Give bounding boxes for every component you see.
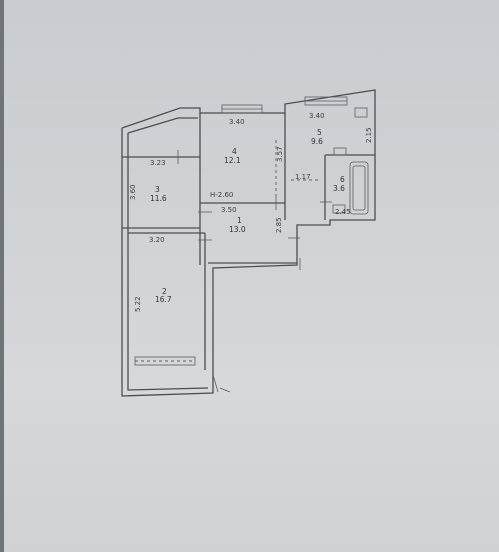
dim-hall-passage: 1.17 (295, 173, 311, 181)
room-5-number: 5 (317, 128, 322, 137)
room-5-area: 9.6 (311, 137, 323, 146)
room-1-area: 13.0 (229, 225, 246, 234)
bathroom-fixtures (332, 107, 369, 215)
dim-room3-height: 3.60 (129, 184, 137, 200)
dim-bath-label: 2.45 (335, 208, 351, 216)
paper-sheet (4, 0, 499, 552)
door-ticks (177, 140, 332, 393)
dim-kitchen-depth: 2.15 (365, 127, 373, 143)
dim-room4-width: 3.40 (229, 118, 245, 126)
room-6-number: 6 (340, 175, 345, 184)
room-2-area: 16.7 (155, 295, 172, 304)
dim-room5-width: 3.40 (309, 112, 325, 120)
dim-room2-height: 5.22 (134, 296, 142, 312)
windows (134, 96, 348, 366)
interior-walls (122, 113, 375, 370)
dim-corridor-width: 3.50 (221, 206, 237, 214)
room-4-number: 4 (232, 147, 237, 156)
dim-room2-width: 3.20 (149, 236, 165, 244)
outer-walls (121, 89, 376, 397)
dim-room3-width: 3.23 (150, 159, 166, 167)
room-2-number: 2 (162, 287, 167, 296)
dim-ceiling-height: H-2.60 (210, 191, 233, 199)
room-4-area: 12.1 (224, 156, 241, 165)
room-3-area: 11.6 (150, 194, 167, 203)
dim-room4-height: 3.57 (276, 146, 284, 162)
room-3-number: 3 (155, 185, 160, 194)
room-6-area: 3.6 (333, 184, 345, 193)
room-1-number: 1 (237, 216, 242, 225)
dim-hall-depth: 2.85 (275, 217, 283, 233)
